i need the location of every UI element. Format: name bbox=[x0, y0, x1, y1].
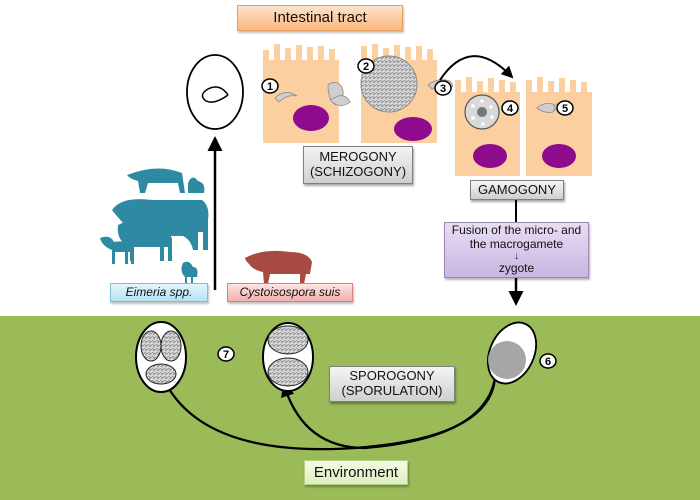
pig-cystoisospora-host bbox=[245, 250, 312, 284]
step-marker-1: 1 bbox=[261, 78, 279, 94]
step-marker-5: 5 bbox=[556, 100, 574, 116]
step-marker-6: 6 bbox=[539, 353, 557, 369]
step-marker-3: 3 bbox=[434, 80, 452, 96]
svg-text:1: 1 bbox=[267, 81, 273, 93]
intestinal-cell-1 bbox=[263, 44, 339, 143]
step-marker-7: 7 bbox=[217, 346, 235, 362]
chicken-silhouette bbox=[181, 261, 198, 283]
svg-text:6: 6 bbox=[545, 356, 551, 368]
svg-text:7: 7 bbox=[223, 349, 229, 361]
arrow-gamogony bbox=[439, 55, 514, 81]
goat-silhouette bbox=[100, 236, 134, 264]
schizont bbox=[360, 55, 418, 113]
nucleus bbox=[473, 144, 507, 168]
svg-text:2: 2 bbox=[363, 61, 369, 73]
merogony-line-2: (SCHIZOGONY) bbox=[309, 164, 407, 179]
step-marker-4: 4 bbox=[501, 100, 519, 116]
excysting-oocyst bbox=[186, 54, 244, 130]
merogony-line-1: MEROGONY bbox=[319, 149, 397, 165]
merozoite bbox=[329, 95, 351, 106]
macrogamete bbox=[464, 94, 500, 130]
svg-text:4: 4 bbox=[507, 103, 514, 115]
sporulated-oocyst-eimeria bbox=[135, 321, 187, 393]
arrow-sporulation-cystoisospora bbox=[281, 377, 497, 450]
nucleus bbox=[542, 144, 576, 168]
svg-text:5: 5 bbox=[562, 103, 568, 115]
pig-silhouette bbox=[127, 168, 185, 193]
sporozoite-1 bbox=[274, 92, 298, 103]
environment-label: Environment bbox=[304, 460, 408, 485]
fusion-line-1: Fusion of the micro- and bbox=[451, 223, 582, 238]
fusion-line-2: the macrogamete bbox=[469, 237, 564, 252]
microgamete bbox=[536, 103, 556, 113]
sporogony-label: SPOROGONY (SPORULATION) bbox=[329, 366, 455, 402]
zygote-label: zygote bbox=[498, 260, 535, 275]
step-markers: 1 2 3 4 5 6 7 bbox=[217, 58, 574, 369]
merogony-label: MEROGONY (SCHIZOGONY) bbox=[303, 146, 413, 184]
sporocyst bbox=[201, 86, 229, 103]
cystoisospora-label: Cystoisospora suis bbox=[227, 283, 353, 302]
nucleus bbox=[293, 105, 329, 131]
eimeria-host-animals bbox=[100, 168, 209, 283]
sporogony-line-2: (SPORULATION) bbox=[341, 383, 443, 398]
sporulated-oocyst-cystoisospora bbox=[262, 322, 314, 392]
eimeria-label: Eimeria spp. bbox=[110, 283, 208, 302]
fusion-label: Fusion of the micro- and the macrogamete… bbox=[444, 222, 589, 278]
nucleus bbox=[394, 117, 432, 141]
unsporulated-oocyst bbox=[487, 321, 537, 385]
intestinal-cell-4 bbox=[526, 77, 592, 176]
rabbit-silhouette bbox=[188, 177, 205, 193]
svg-text:3: 3 bbox=[440, 83, 446, 95]
sporogony-line-1: SPOROGONY bbox=[349, 368, 435, 384]
gamogony-label: GAMOGONY bbox=[470, 180, 564, 200]
small-down-arrow-icon: ↓ bbox=[514, 250, 519, 262]
cow-silhouette bbox=[112, 199, 209, 250]
intestinal-tract-label: Intestinal tract bbox=[237, 5, 403, 31]
step-marker-2: 2 bbox=[357, 58, 375, 74]
